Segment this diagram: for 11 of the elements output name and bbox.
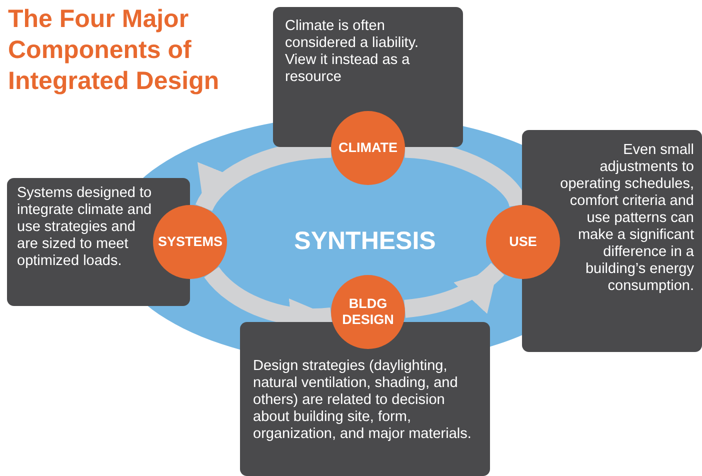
component-label: USE (508, 234, 538, 250)
cycle-arrow (404, 262, 504, 318)
component-label: SYSTEMS (158, 234, 222, 250)
title: The Four Major Components of Integrated Design (8, 4, 220, 97)
description-text: Systems designed to integrate climate and use strategies and are sized to meet optimized loads. (17, 185, 153, 270)
description-text: Even small adjustments to operating schedules, comfort criteria and use patterns can make a significant difference in a building’s energy consumption. (559, 142, 694, 295)
component-label: BLDG DESIGN (341, 296, 395, 328)
description-text: Climate is often considered a liability. View it instead as a resource (285, 18, 420, 86)
description-text: Design strategies (daylighting, natural ventilation, shading, and others) are related to decision about building site, form, organization, and major materials. (253, 358, 472, 443)
center-label: SYNTHESIS (293, 227, 437, 256)
component-label: CLIMATE (338, 140, 398, 156)
